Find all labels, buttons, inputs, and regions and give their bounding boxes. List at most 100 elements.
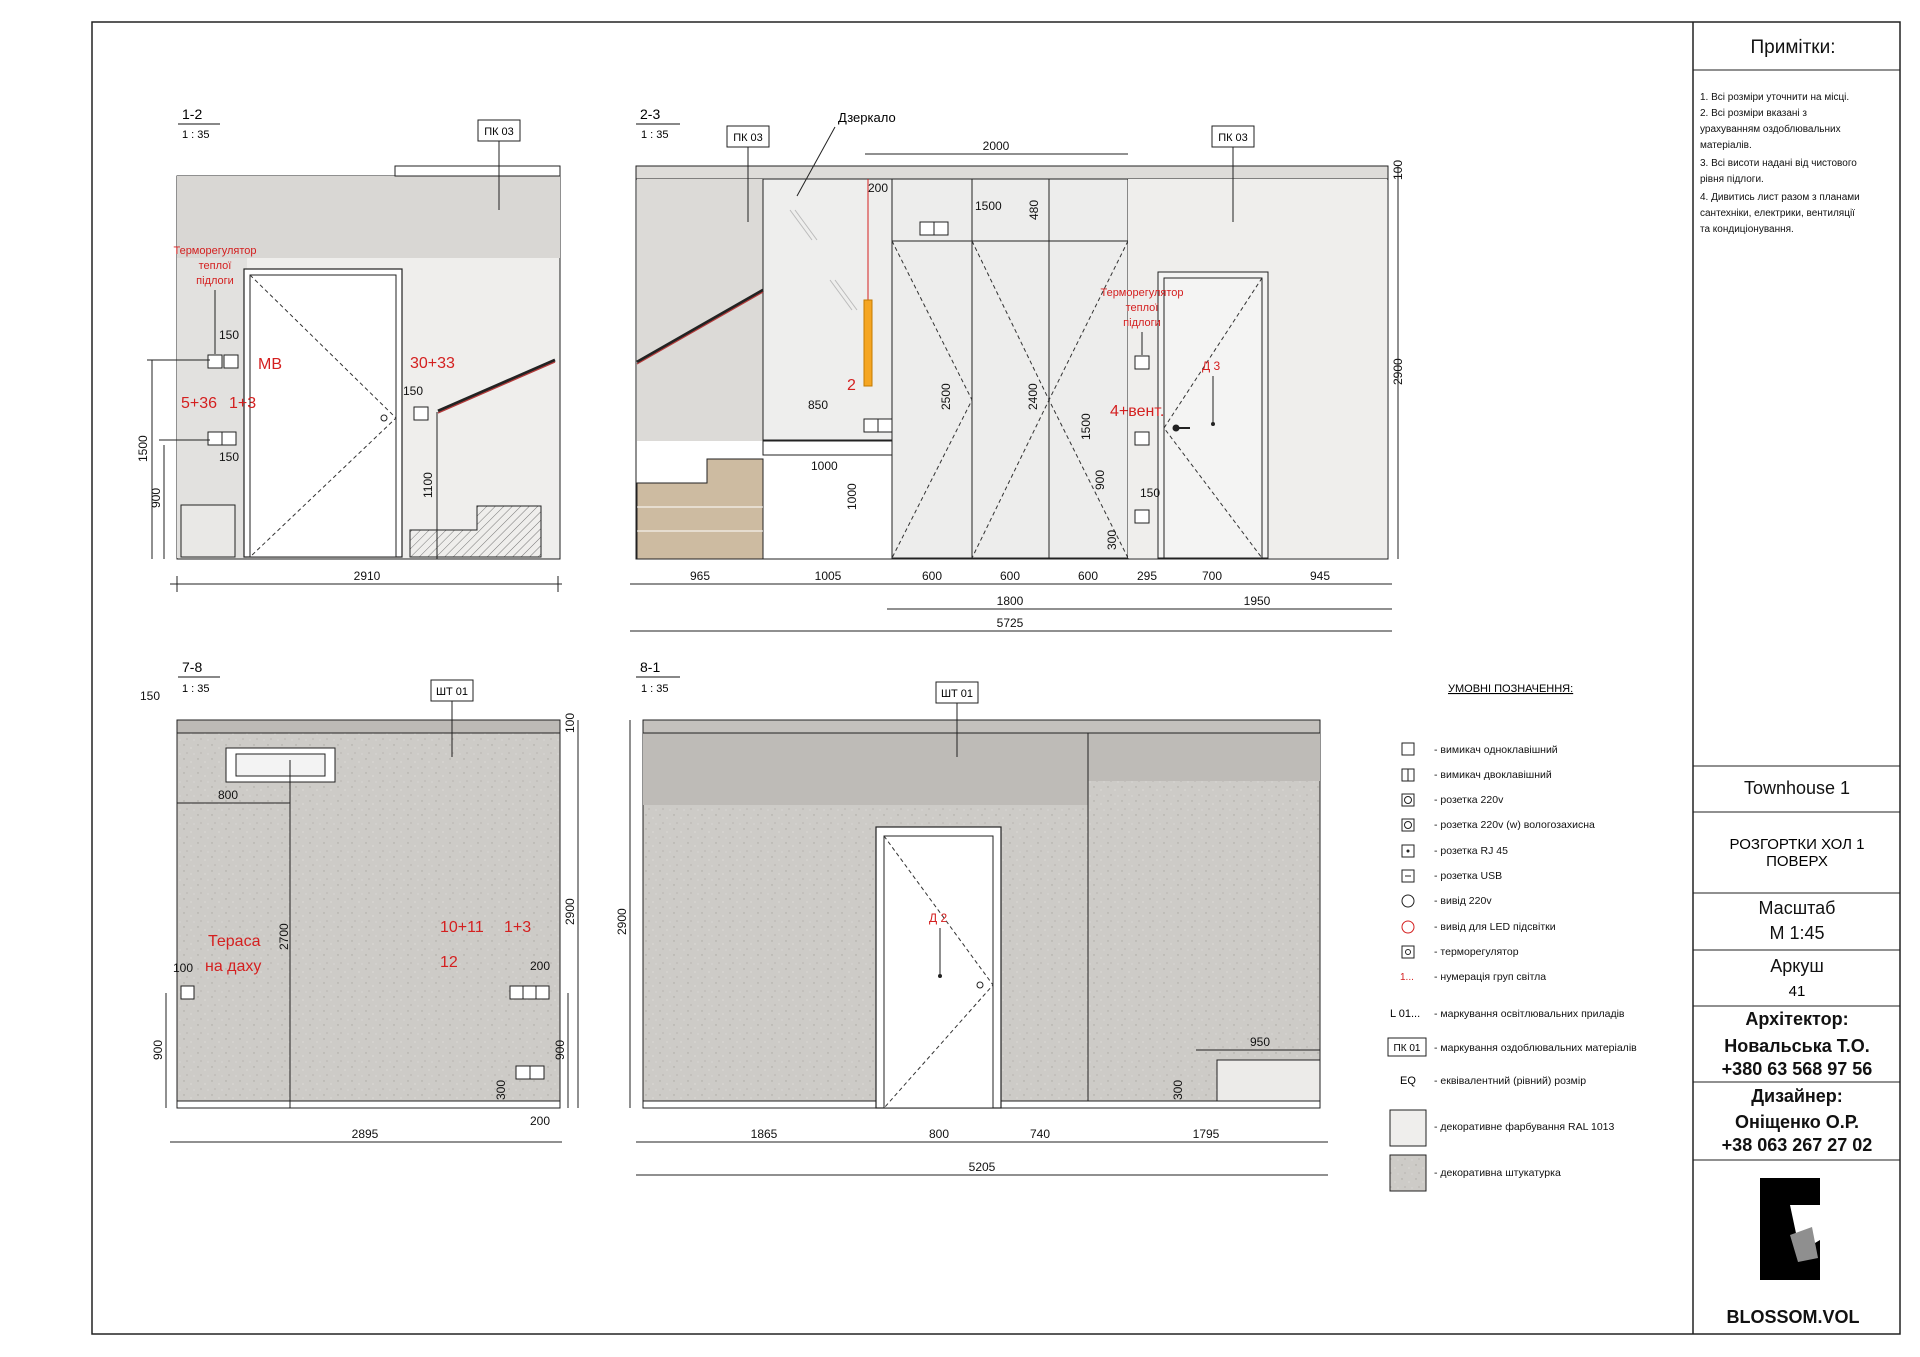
designer-label: Дизайнер: — [1751, 1086, 1843, 1106]
shelf — [762, 440, 893, 456]
legend-item: - маркування оздоблювальних матеріалів — [1434, 1042, 1637, 1054]
legend-item: - еквівалентний (рівний) розмір — [1434, 1075, 1586, 1087]
switch-icon — [180, 985, 195, 1000]
wall-left — [637, 179, 763, 441]
dim-text: 100 — [563, 713, 577, 733]
thermo-label-3: підлоги — [1123, 317, 1161, 329]
thermostat-icon — [1134, 355, 1150, 370]
dim-text: 100 — [173, 961, 193, 975]
door-swing — [249, 274, 397, 558]
door-tag: Д 2 — [929, 911, 947, 925]
socket-icon — [863, 418, 879, 433]
dim-text: 700 — [1202, 569, 1222, 583]
designer-phone: +38 063 267 27 02 — [1722, 1135, 1873, 1155]
stair-steps — [636, 458, 764, 560]
dim-text: 150 — [219, 450, 239, 464]
dim-text: 600 — [1078, 569, 1098, 583]
legend-item: - розетка USB — [1434, 870, 1502, 882]
legend-item: - розетка 220v — [1434, 794, 1504, 806]
switch-single-icon — [1401, 742, 1415, 756]
door-leaf — [249, 274, 397, 558]
material-tag-label: ШТ 01 — [436, 686, 468, 698]
lighting-symbol: L 01... — [1390, 1008, 1420, 1020]
note-line: матеріалів. — [1700, 140, 1752, 151]
dim-text: 5725 — [997, 616, 1024, 630]
switch-group-icon — [522, 985, 537, 1000]
legend-item: - декоративна штукатурка — [1434, 1167, 1561, 1179]
sheet-label: Аркуш — [1770, 956, 1824, 976]
view-name: 2-3 — [640, 106, 660, 122]
dim-text: 1100 — [421, 472, 435, 498]
material-tag-symbol — [1387, 1037, 1427, 1057]
dim-text: 150 — [403, 384, 423, 398]
legend-item: - вимикач одноклавішний — [1434, 744, 1558, 756]
dim-text: 900 — [151, 1040, 165, 1060]
dim-text: 950 — [1250, 1035, 1270, 1049]
legend-item: - декоративне фарбування RAL 1013 — [1434, 1121, 1615, 1133]
dim-text: 2910 — [354, 569, 381, 583]
note-line: 1. Всі розміри уточнити на місці. — [1700, 92, 1849, 103]
group-10-11: 10+11 — [440, 919, 484, 936]
legend-item: - маркування освітлювальних приладів — [1434, 1008, 1625, 1020]
view-1-2: 1-2 1 : 35 ПК 03 Терморегулятор теплої п… — [136, 106, 562, 592]
dim-text: 1950 — [1244, 594, 1271, 608]
dim-text: 5205 — [969, 1160, 996, 1174]
stair-section — [409, 505, 542, 558]
view-7-8: 7-8 1 : 35 ШТ 01 150 800 2700 Тераса на … — [140, 659, 579, 1143]
architect-label: Архітектор: — [1745, 1009, 1848, 1029]
view-scale: 1 : 35 — [641, 129, 669, 141]
note-line: 3. Всі висоти надані від чистового — [1700, 158, 1857, 169]
terrace-label-1: Тераса — [208, 933, 261, 950]
door-swing — [1163, 277, 1263, 559]
socket-icon — [515, 1065, 531, 1080]
socket-220-icon — [1401, 793, 1415, 807]
dim-text: 150 — [219, 328, 239, 342]
socket-waterproof-icon — [1401, 818, 1415, 832]
floor-box — [180, 504, 236, 558]
material-tag-label: ПК 03 — [733, 132, 763, 144]
pendant-lamp — [863, 299, 873, 387]
dim-text: 200 — [868, 181, 888, 195]
dim-text: 1000 — [845, 483, 859, 510]
upper-band-right — [1088, 733, 1320, 781]
view-name: 7-8 — [182, 659, 202, 675]
view-8-1: 8-1 1 : 35 Д 2 ШТ 01 950 300 2900 1865 8… — [615, 659, 1328, 1176]
notes-title: Примітки: — [1750, 37, 1835, 58]
note-line: та кондиціонування. — [1700, 224, 1794, 235]
handrail — [437, 358, 556, 413]
legend-item: - розетка 220v (w) вологозахисна — [1434, 819, 1595, 831]
dim-text: 300 — [494, 1080, 508, 1100]
scale-value: М 1:45 — [1769, 923, 1824, 943]
switch-icon — [223, 354, 239, 369]
eq-symbol: EQ — [1400, 1075, 1416, 1087]
dim-text: 1500 — [136, 435, 150, 462]
dim-text: 2895 — [352, 1127, 379, 1141]
sheet-title-2: ПОВЕРХ — [1766, 853, 1828, 870]
group-number-symbol: 1... — [1400, 972, 1414, 983]
wardrobe — [891, 178, 1129, 559]
scale-label: Масштаб — [1758, 898, 1835, 918]
legend-item: - вимикач двоклавішний — [1434, 769, 1552, 781]
door-tag: Д 3 — [1202, 359, 1220, 373]
dim-text: 2000 — [983, 139, 1010, 153]
material-symbol: ПК 01 — [1394, 1043, 1421, 1054]
dim-text: 2900 — [1391, 358, 1405, 385]
terrace-label-2: на даху — [205, 958, 261, 975]
radiator-cabinet — [1216, 1059, 1321, 1102]
group-1-3: 1+3 — [229, 395, 256, 412]
socket-icon — [919, 221, 935, 236]
thermo-label-2: теплої — [1126, 302, 1159, 314]
paint-swatch — [1389, 1109, 1427, 1147]
view-scale: 1 : 35 — [641, 683, 669, 695]
thermo-label-1: Терморегулятор — [1100, 287, 1183, 299]
thermo-label-3: підлоги — [196, 275, 234, 287]
dim-text: 2500 — [939, 383, 953, 410]
dim-text: 740 — [1030, 1127, 1050, 1141]
dim-text: 800 — [218, 788, 238, 802]
door-swing — [883, 835, 994, 1109]
ceiling-band — [177, 176, 560, 258]
legend-item: - терморегулятор — [1434, 946, 1519, 958]
dim-text: 945 — [1310, 569, 1330, 583]
title-block: Townhouse 1 РОЗГОРТКИ ХОЛ 1 ПОВЕРХ Масшт… — [1693, 765, 1900, 1327]
